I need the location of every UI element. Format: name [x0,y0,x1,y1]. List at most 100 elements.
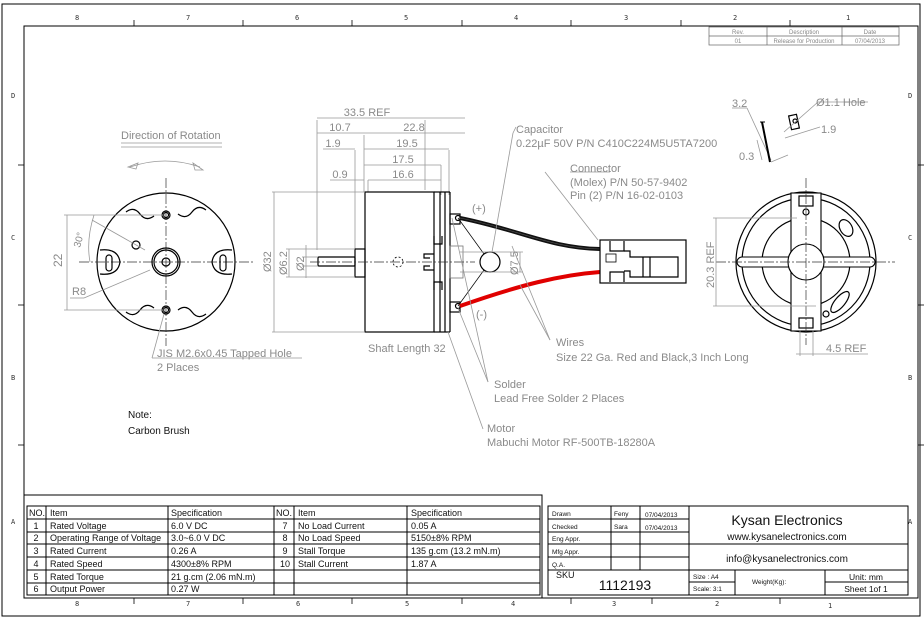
dim-d7-5: Ø7.5 [509,251,521,275]
spec-row-no: 4 [33,559,38,569]
sheet-size: Size : A4 [693,574,719,581]
grid-col-8: 8 [75,14,79,22]
spec-header-item: Item [50,508,68,518]
spec-row-item: Rated Voltage [50,521,107,531]
spec-row-item: No Load Current [298,521,365,531]
approval-date: 07/04/2013 [645,525,678,532]
connector [599,239,687,284]
connector-title: Connector [570,163,621,175]
grid-row-b: B [11,374,15,382]
sheet-number: Sheet 1of 1 [844,584,888,594]
approval-role: Q.A. [552,562,565,569]
note-text: Carbon Brush [128,426,190,437]
rev-value: 01 [735,39,742,45]
spec-row-value: 135 g.cm (13.2 mN.m) [411,546,501,556]
dim-22-8: 22.8 [403,122,424,134]
spec-row-item: Rated Speed [50,559,103,569]
dim-d6-2: Ø6.2 [278,251,290,275]
spec-row-no: 3 [33,546,38,556]
tapped-hole-label: JIS M2.6x0.45 Tapped Hole [157,348,292,360]
grid-col-1: 1 [846,14,850,22]
direction-of-rotation-label: Direction of Rotation [121,130,221,142]
spec-row-no: 2 [33,533,38,543]
approval-name: Feny [614,511,629,518]
description-header: Description [789,30,819,36]
grid-col-2-bottom: 2 [715,600,719,608]
dim-1-9: 1.9 [325,138,340,150]
spec-row-no: 10 [280,559,290,569]
spec-header-item: Item [298,508,316,518]
description-value: Release for Production [773,39,834,45]
dim-20-3-ref: 20.3 REF [705,241,717,288]
dim-17-5: 17.5 [392,154,413,166]
solder-title: Solder [494,379,526,391]
spec-row-no: 8 [282,533,287,543]
spec-row-value: 1.87 A [411,559,437,569]
motor-spec: Mabuchi Motor RF-500TB-18280A [487,437,656,449]
unit-label: Unit: mm [849,572,883,582]
approval-role: Drawn [552,511,571,518]
wires-spec: Size 22 Ga. Red and Black,3 Inch Long [556,352,749,364]
dim-19-5: 19.5 [396,138,417,150]
grid-col-3-bottom: 3 [612,600,616,608]
spec-row-value: 6.0 V DC [171,521,208,531]
grid-row-a: A [11,518,16,526]
dim-r8: R8 [72,286,86,298]
spec-row-item: Stall Current [298,559,349,569]
terminal-detail: 3.2 0.3 1.9 Ø1.1 Hole [732,97,868,163]
outer-border [1,3,921,617]
shaft [317,256,356,267]
approval-date: 07/04/2013 [645,512,678,519]
spec-row-no: 9 [282,546,287,556]
grid-col-6-bottom: 6 [296,600,300,608]
grid-col-6: 6 [295,14,299,22]
grid-col-4-bottom: 4 [511,600,515,608]
spec-row-value: 21 g.cm (2.06 mN.m) [171,572,256,582]
dim-d2: Ø2 [295,256,307,271]
grid-row-a-right: A [908,518,913,526]
grid-col-1-bottom: 1 [828,602,832,610]
company-email: info@kysanelectronics.com [726,554,848,565]
capacitor-spec: 0.22µF 50V P/N C410C224M5U5TA7200 [516,138,717,150]
front-view: Direction of Rotation 22 30° [51,130,302,374]
approval-role: Checked [552,524,578,531]
connector-part: (Molex) P/N 50-57-9402 [570,177,687,189]
grid-col-7: 7 [186,14,190,22]
spec-row-item: No Load Speed [298,533,361,543]
dim-0-3: 0.3 [739,151,754,163]
spec-row-value: 5150±8% RPM [411,533,471,543]
drawing-scale: Scale: 3:1 [693,586,722,593]
spec-row-value: 0.26 A [171,546,197,556]
capacitor [479,251,501,273]
sku-number: 1112193 [599,577,652,593]
rotation-arrow-icon [129,160,201,168]
approval-name: Sara [614,524,628,531]
grid-ticks [18,20,924,604]
grid-row-c: C [11,234,15,242]
hole-label: Ø1.1 Hole [816,97,866,109]
weight-label: Weight(Kg): [752,579,786,586]
spec-row-item: Operating Range of Voltage [50,533,161,543]
spec-row-value: 3.0~6.0 V DC [171,533,226,543]
red-wire [459,270,601,308]
dim-33-5-ref: 33.5 REF [344,107,391,119]
side-view: 33.5 REF 10.7 22.8 1.9 19.5 17.5 0.9 16.… [262,107,687,430]
company-website: www.kysanelectronics.com [726,532,846,543]
dim-0-9: 0.9 [332,169,347,181]
spec-row-no: 6 [33,584,38,594]
spec-row-value: 4300±8% RPM [171,559,231,569]
spec-row-item: Rated Torque [50,572,104,582]
spec-row-value: 0.27 W [171,584,200,594]
grid-row-d: D [11,92,15,100]
revision-table: Rev. Description Date 01 Release for Pro… [708,26,900,46]
dim-16-6: 16.6 [392,169,413,181]
spec-header-no: NO. [276,508,292,518]
grid-col-5-bottom: 5 [405,600,409,608]
motor-title: Motor [487,423,515,435]
spec-row-value: 0.05 A [411,521,437,531]
date-value: 07/04/2013 [855,39,886,45]
plus-terminal-label: (+) [472,203,486,215]
dim-1-9-terminal: 1.9 [821,124,836,136]
